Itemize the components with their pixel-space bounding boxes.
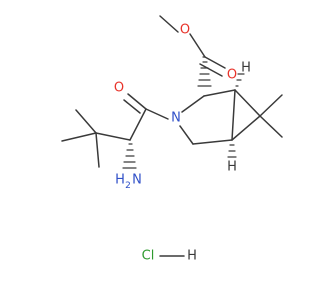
atom-n-ring: N: [171, 111, 181, 126]
hashed-wedge-h-bottom: [227, 144, 237, 158]
bond-cq-me-up: [75, 109, 97, 134]
bond-cq-me-down: [95, 132, 100, 168]
bond-carbonyl-o-double-1: [204, 56, 226, 69]
bond-c5-c4: [192, 139, 233, 145]
bond-c5-c6: [231, 115, 261, 141]
atom-h-stereo-bottom: H: [227, 160, 237, 175]
bond-amide-c-o-1: [127, 93, 147, 110]
atom-o-amide: O: [114, 81, 124, 96]
bond-amide-c-calpha: [129, 108, 147, 141]
molecule-drawing: O O O N H 2 N H H Cl H: [61, 15, 283, 264]
atom-n-amine: N: [132, 173, 142, 188]
bond-o-carbonyl: [189, 33, 206, 58]
atom-h-stereo-top: H: [241, 61, 251, 76]
atom-h-amine: H: [115, 173, 125, 188]
bond-c6-me1: [259, 94, 283, 117]
bond-calpha-cq: [95, 132, 131, 141]
atom-o-ester: O: [180, 23, 190, 38]
bond-n-c2: [181, 95, 205, 113]
atom-o-carbonyl-ester: O: [227, 68, 237, 83]
hashed-wedge-h-top: [235, 73, 245, 87]
atom-cl-salt: Cl: [142, 249, 155, 264]
bond-c6-me2: [259, 115, 283, 138]
bond-amide-c-o-2: [123, 99, 141, 114]
hashed-wedge-ester: [197, 61, 212, 87]
bond-n-amide-c: [145, 108, 169, 120]
bond-cq-me-left: [61, 132, 97, 142]
structure-canvas: O O O N H 2 N H H Cl H: [61, 15, 283, 264]
hashed-wedge-amine: [122, 143, 137, 169]
bond-c2-c1: [203, 89, 236, 97]
bond-c4-n: [179, 125, 194, 145]
atom-h-salt: H: [187, 249, 197, 264]
atom-h-amine-count: 2: [125, 181, 131, 191]
bond-c1-c6: [234, 89, 261, 117]
bond-methyl-o: [159, 15, 179, 33]
bond-carbonyl-o-double-2: [199, 63, 223, 77]
bond-c1-c5: [231, 89, 236, 141]
atom-amine-group: H 2 N: [115, 173, 142, 192]
